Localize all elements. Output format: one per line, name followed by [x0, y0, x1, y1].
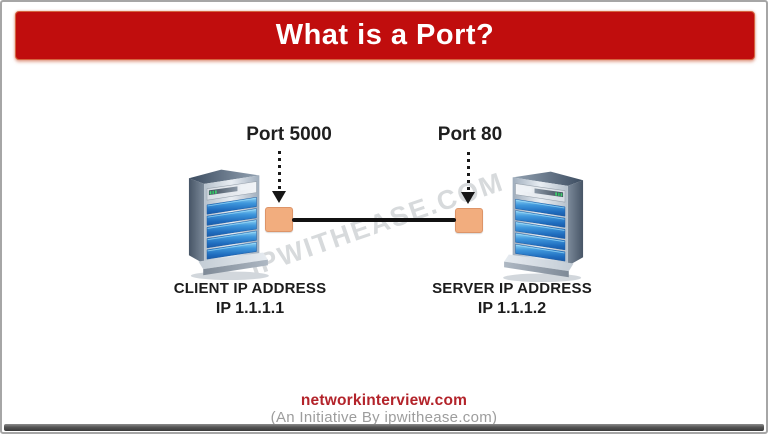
client-server-tower	[183, 163, 271, 281]
server-tower-icon	[188, 169, 270, 281]
arrow-dotted-shaft	[467, 152, 470, 192]
page-title: What is a Port?	[275, 19, 495, 51]
arrow-dotted-shaft	[278, 151, 281, 191]
client-port-socket	[265, 207, 293, 232]
server-port-label: Port 80	[437, 124, 503, 145]
connection-line	[292, 218, 456, 222]
footer-tagline-text: (An Initiative By ipwithease.com)	[270, 409, 498, 426]
server-name-label: SERVER IP ADDRESS	[432, 280, 592, 297]
slide-bottom-border	[4, 424, 764, 431]
server-ip-label: IP 1.1.1.2	[477, 300, 547, 317]
arrow-head	[461, 192, 475, 204]
server-server-tower	[501, 165, 589, 283]
client-port-label: Port 5000	[246, 124, 332, 145]
server-tower-icon	[502, 171, 584, 283]
down-arrow-icon	[272, 151, 287, 205]
server-port-socket	[455, 208, 483, 233]
footer-site-text: networkinterview.com	[300, 392, 468, 409]
header-banner: What is a Port?	[15, 11, 755, 60]
client-ip-label: IP 1.1.1.1	[215, 300, 285, 317]
down-arrow-icon	[461, 152, 476, 206]
arrow-head	[272, 191, 286, 203]
server-label-group: SERVER IP ADDRESS IP 1.1.1.2	[412, 280, 612, 318]
client-label-group: CLIENT IP ADDRESS IP 1.1.1.1	[150, 280, 350, 318]
client-name-label: CLIENT IP ADDRESS	[173, 280, 327, 297]
